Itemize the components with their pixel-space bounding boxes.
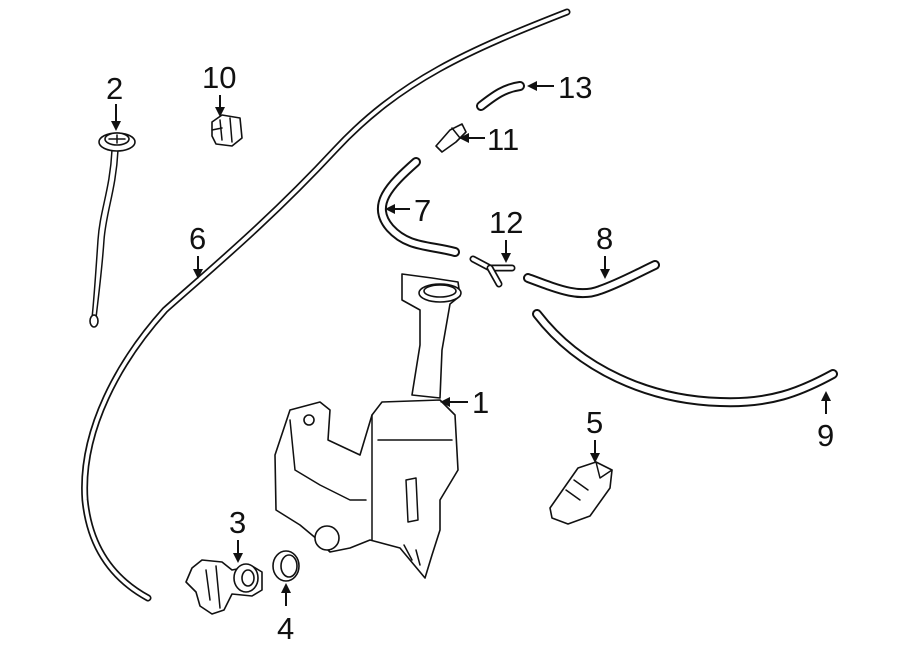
callout-6: 6 [189,221,206,256]
callout-7: 7 [414,193,431,228]
arrowhead-8 [600,269,610,279]
arrowhead-5 [590,453,600,463]
part-9-hose [532,309,838,408]
part-11-connector [435,123,467,153]
arrowhead-2 [111,121,121,131]
part-1-reservoir [274,273,462,579]
callout-5: 5 [586,405,603,440]
part-12-y-connector [469,255,516,288]
callout-4: 4 [277,611,294,646]
callout-9: 9 [817,418,834,453]
part-8-hose [523,260,660,299]
arrowhead-10 [215,107,225,117]
arrowhead-11 [459,133,469,143]
callout-10: 10 [202,60,236,95]
arrowhead-3 [233,553,243,563]
part-4-grommet [272,550,300,582]
arrowhead-7 [385,204,395,214]
part-3-washer-pump [185,559,263,615]
part-10-clip [211,114,243,147]
arrowhead-9 [821,391,831,401]
callout-2: 2 [106,71,123,106]
callout-13: 13 [558,70,592,105]
part-2-filler-cap [89,132,136,328]
arrowhead-12 [501,253,511,263]
callout-11: 11 [487,122,519,157]
part-13-hose-elbow [476,81,525,111]
arrowhead-6 [193,269,203,279]
arrowhead-4 [281,583,291,593]
callout-labels: 1 2 3 4 5 6 7 8 9 10 11 12 13 [106,60,834,646]
callout-arrows [111,81,831,606]
part-7-hose [376,157,460,257]
part-6-washer-hose [81,8,571,602]
callout-12: 12 [489,205,523,240]
part-5-level-sensor [549,461,613,525]
callout-3: 3 [229,505,246,540]
arrowhead-13 [527,81,537,91]
callout-8: 8 [596,221,613,256]
callout-1: 1 [472,385,489,420]
arrowhead-1 [440,397,450,407]
